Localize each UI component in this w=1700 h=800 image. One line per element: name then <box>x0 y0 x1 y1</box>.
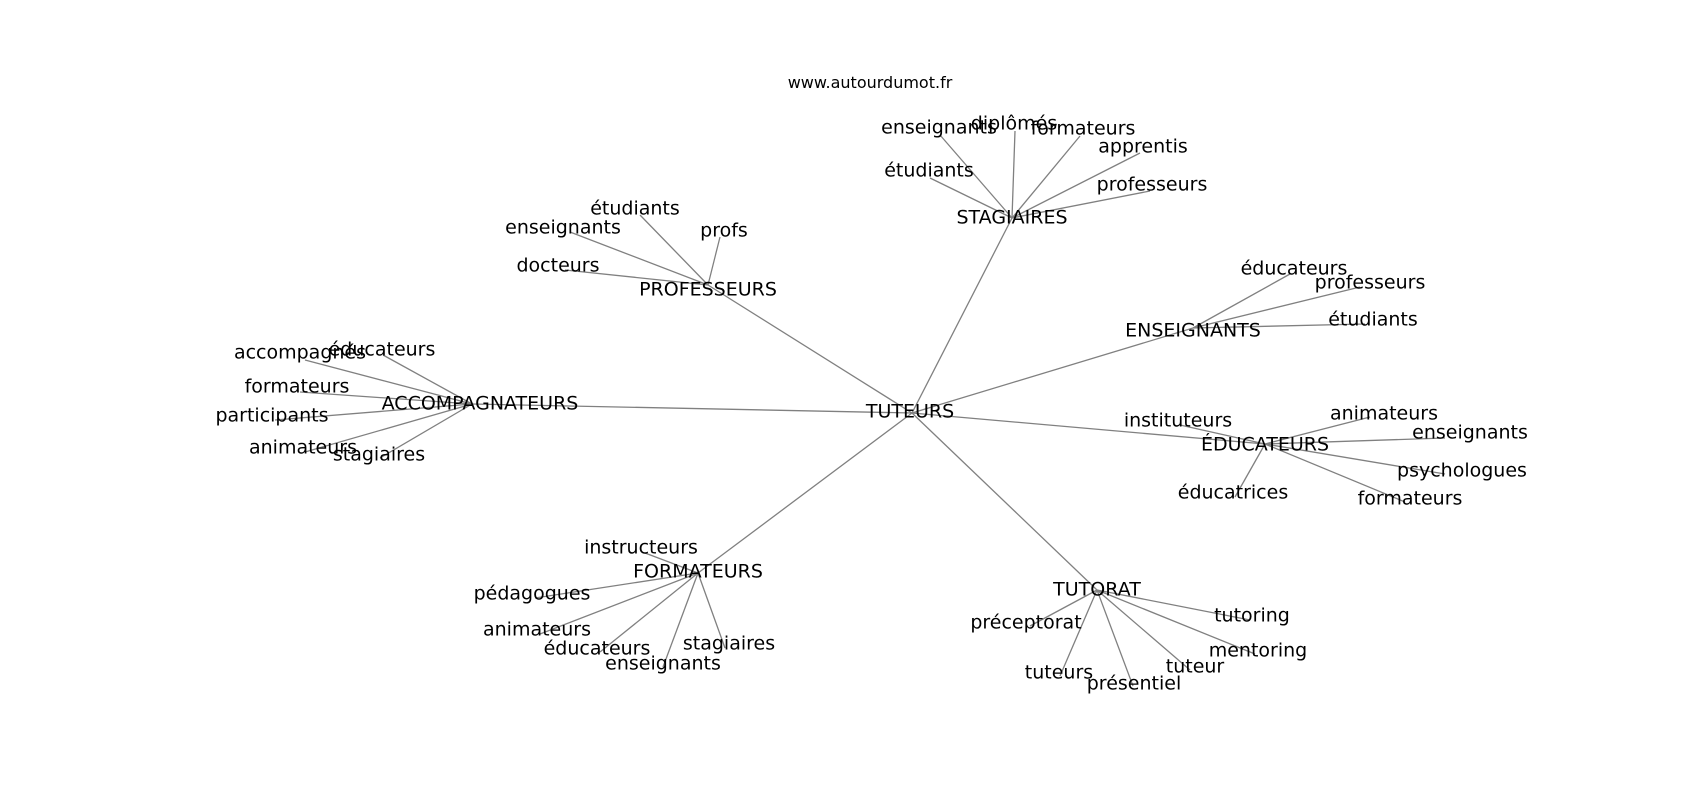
leaf-node-label: mentoring <box>1209 640 1308 662</box>
hub-node-label: TUTORAT <box>1052 579 1141 601</box>
edge-hub-to-leaf <box>639 214 709 286</box>
leaf-node-label: éducateurs <box>1241 258 1348 280</box>
leaf-node-label: psychologues <box>1397 460 1527 482</box>
hub-node-label: PROFESSEURS <box>639 279 777 301</box>
leaf-node-label: présentiel <box>1087 673 1181 695</box>
leaf-node-label: diplômés <box>971 113 1057 135</box>
leaf-node-label: animateurs <box>1330 403 1438 425</box>
edge-center-to-hub <box>911 327 1194 414</box>
leaf-node-label: accompagnés <box>234 342 366 364</box>
edge-hub-to-leaf <box>697 572 726 649</box>
edge-center-to-hub <box>911 412 1266 445</box>
edge-hub-to-leaf <box>1096 589 1191 671</box>
edge-hub-to-leaf <box>1234 443 1266 498</box>
edge-hub-to-leaf <box>1029 589 1098 627</box>
edge-hub-to-leaf <box>707 236 721 286</box>
edge-hub-to-leaf <box>1096 589 1256 655</box>
edge-hub-to-leaf <box>304 403 473 453</box>
leaf-node-label: étudiants <box>1328 309 1418 331</box>
leaf-node-label: éducateurs <box>544 638 651 660</box>
leaf-node-label: professeurs <box>1315 272 1426 294</box>
leaf-node-label: pédagogues <box>474 583 591 605</box>
edge-hub-to-leaf <box>644 552 699 574</box>
edge-hub-to-leaf <box>1264 416 1371 445</box>
edge-hub-to-leaf <box>1264 437 1446 445</box>
leaf-node-label: stagiaires <box>683 633 775 655</box>
edge-hub-to-leaf <box>382 354 473 405</box>
edge-hub-to-leaf <box>1011 135 1081 219</box>
hub-node-label: ÉDUCATEURS <box>1201 433 1329 456</box>
site-credit: www.autourdumot.fr <box>788 73 953 92</box>
edge-hub-to-leaf <box>1059 589 1098 677</box>
hub-node-label: STAGIAIRES <box>956 207 1067 229</box>
leaf-node-label: éducateurs <box>329 339 436 361</box>
leaf-node-label: étudiants <box>884 160 974 182</box>
edge-hub-to-leaf <box>1264 443 1446 475</box>
leaf-node-label: docteurs <box>516 255 599 277</box>
edge-hub-to-leaf <box>534 572 699 599</box>
leaf-node-label: préceptorat <box>970 612 1081 634</box>
edge-hub-to-leaf <box>1011 130 1016 219</box>
leaf-node-label: enseignants <box>505 217 621 239</box>
graph-edges <box>274 130 1446 687</box>
edge-hub-to-leaf <box>1096 589 1134 687</box>
edge-hub-to-leaf <box>1179 424 1266 445</box>
hub-node-label: ACCOMPAGNATEURS <box>382 393 579 415</box>
hub-node-label: ENSEIGNANTS <box>1125 320 1261 342</box>
leaf-node-label: animateurs <box>483 619 591 641</box>
leaf-node-label: enseignants <box>605 653 721 675</box>
edge-hub-to-leaf <box>299 391 473 405</box>
graph-labels: TUTEURSSTAGIAIRESenseignantsdiplômésform… <box>215 113 1527 695</box>
leaf-node-label: éducatrices <box>1178 482 1288 504</box>
edge-center-to-hub <box>911 217 1013 414</box>
leaf-node-label: formateurs <box>1031 118 1136 140</box>
leaf-node-label: instructeurs <box>584 537 698 559</box>
edge-hub-to-leaf <box>274 403 473 421</box>
edge-hub-to-leaf <box>1192 323 1366 329</box>
edge-hub-to-leaf <box>1192 273 1291 329</box>
edge-hub-to-leaf <box>304 359 473 405</box>
edge-hub-to-leaf <box>1011 152 1141 219</box>
edge-center-to-hub <box>911 412 1098 591</box>
leaf-node-label: animateurs <box>249 437 357 459</box>
edge-hub-to-leaf <box>939 134 1013 219</box>
edge-hub-to-leaf <box>1096 589 1251 621</box>
edge-hub-to-leaf <box>599 572 699 653</box>
leaf-node-label: enseignants <box>1412 422 1528 444</box>
edge-hub-to-leaf <box>379 403 473 459</box>
edge-hub-to-leaf <box>929 177 1013 219</box>
leaf-node-label: formateurs <box>245 376 350 398</box>
edge-hub-to-leaf <box>662 572 699 668</box>
edge-hub-to-leaf <box>569 231 709 286</box>
edge-hub-to-leaf <box>539 572 699 635</box>
leaf-node-label: enseignants <box>881 117 997 139</box>
leaf-node-label: apprentis <box>1098 136 1188 158</box>
leaf-node-label: étudiants <box>590 198 680 220</box>
leaf-node-label: tuteurs <box>1025 662 1093 684</box>
leaf-node-label: tuteur <box>1166 656 1225 678</box>
leaf-node-label: profs <box>700 220 748 242</box>
center-node-label: TUTEURS <box>865 401 954 423</box>
leaf-node-label: participants <box>215 405 328 427</box>
leaf-node-label: professeurs <box>1097 174 1208 196</box>
edge-center-to-hub <box>697 412 913 574</box>
edge-center-to-hub <box>707 284 913 414</box>
edge-hub-to-leaf <box>564 269 709 286</box>
hub-node-label: FORMATEURS <box>633 561 763 583</box>
edge-hub-to-leaf <box>1192 286 1361 329</box>
leaf-node-label: instituteurs <box>1124 410 1232 432</box>
leaf-node-label: formateurs <box>1358 488 1463 510</box>
leaf-node-label: tutoring <box>1214 605 1290 627</box>
edge-hub-to-leaf <box>1264 443 1406 503</box>
leaf-node-label: stagiaires <box>333 444 425 466</box>
edge-center-to-hub <box>471 403 913 414</box>
edge-hub-to-leaf <box>1011 190 1151 219</box>
